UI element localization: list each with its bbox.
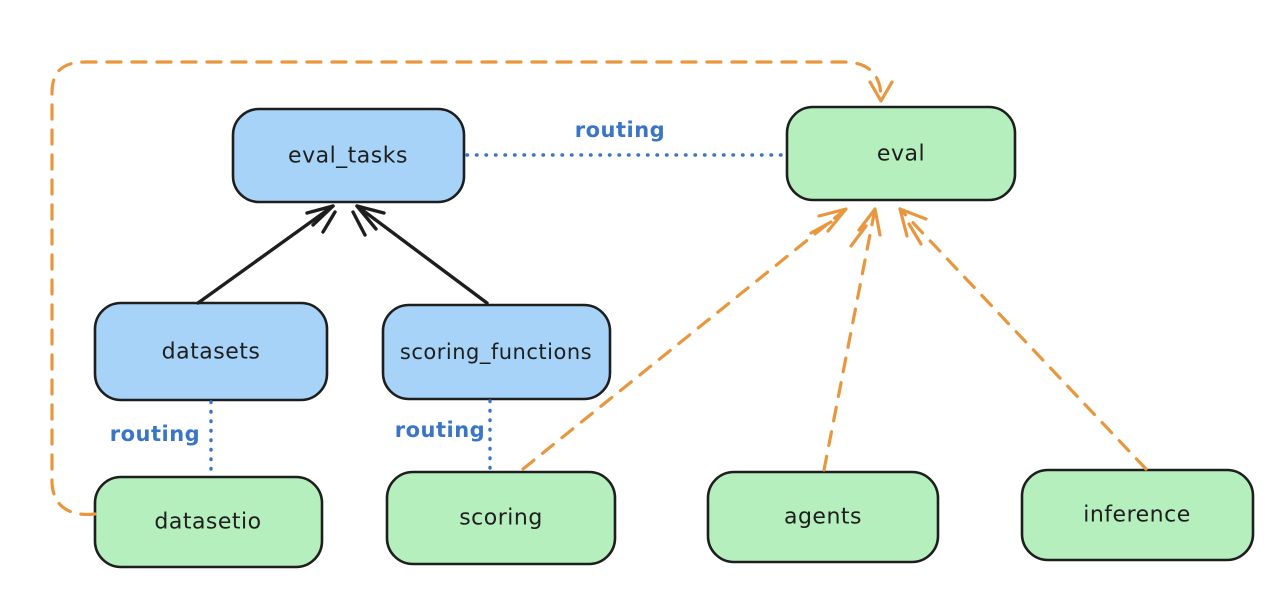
edge-inference-to-eval xyxy=(898,207,1148,471)
edge-datasets-to-eval-tasks xyxy=(196,204,337,305)
eval-box xyxy=(785,105,1017,202)
datasets-label: datasets xyxy=(162,340,261,365)
agents-box xyxy=(706,470,940,564)
node-datasetio: datasetio xyxy=(93,475,324,569)
scoring-functions-box xyxy=(381,303,612,401)
node-agents: agents xyxy=(706,470,940,564)
scoring-label: scoring xyxy=(459,506,543,531)
datasets-box xyxy=(93,301,329,402)
scoring-functions-label: scoring_functions xyxy=(400,340,592,365)
eval-label: eval xyxy=(877,142,925,167)
eval-tasks-label: eval_tasks xyxy=(288,144,408,169)
node-datasets: datasets xyxy=(93,301,329,402)
node-scoring-functions: scoring_functions xyxy=(381,303,612,401)
node-eval: eval xyxy=(785,105,1017,202)
routing-label-eval-tasks-eval: routing xyxy=(575,118,665,142)
routing-label-datasets-datasetio: routing xyxy=(110,422,200,446)
node-eval-tasks: eval_tasks xyxy=(231,107,466,204)
edge-scoring-functions-to-eval-tasks xyxy=(351,204,489,305)
inference-label: inference xyxy=(1083,503,1191,528)
scoring-box xyxy=(385,470,617,566)
agents-label: agents xyxy=(784,505,862,530)
routing-label-scoring-functions-scoring: routing xyxy=(395,418,485,442)
node-scoring: scoring xyxy=(385,470,617,566)
datasetio-label: datasetio xyxy=(154,510,261,535)
edge-scoring-to-eval xyxy=(521,207,848,471)
datasetio-box xyxy=(93,475,324,569)
eval-tasks-box xyxy=(231,107,466,204)
inference-box xyxy=(1020,468,1255,562)
node-inference: inference xyxy=(1020,468,1255,562)
edge-datasetio-to-eval-loop xyxy=(50,60,894,517)
edge-agents-to-eval xyxy=(822,207,882,472)
